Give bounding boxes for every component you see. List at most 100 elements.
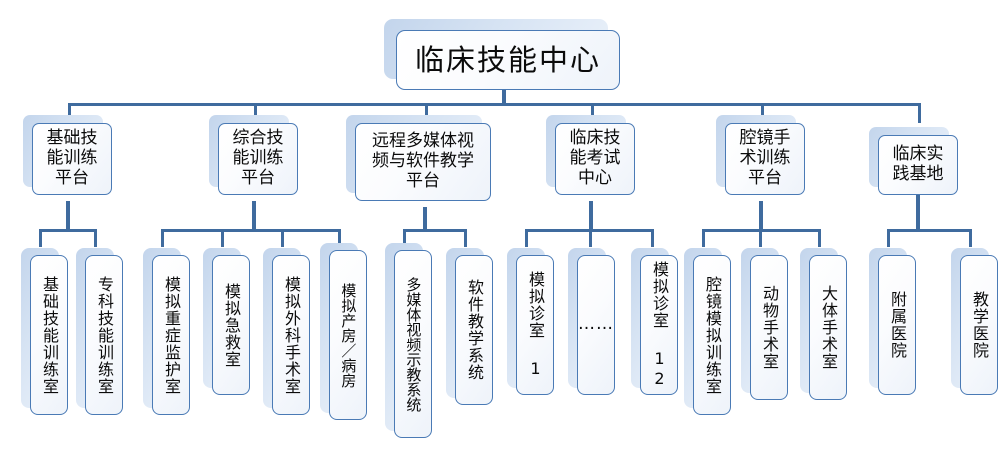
node-box: 基础技 能训练 平台 bbox=[32, 123, 112, 195]
node-box: 远程多媒体视 频与软件教学 平台 bbox=[355, 123, 491, 201]
node-label: 教学医院 bbox=[969, 291, 989, 359]
node-box: 模拟外科手术室 bbox=[272, 255, 310, 415]
node-software-teaching-system[interactable]: 软件教学系统 bbox=[446, 248, 493, 405]
connector-branch5-drop-3 bbox=[818, 229, 821, 247]
node-comprehensive-skills[interactable]: 综合技 能训练 平台 bbox=[209, 115, 298, 195]
connector-branch3-stem bbox=[423, 207, 427, 229]
node-box: 动物手术室 bbox=[750, 255, 788, 400]
node-label: 临床实 践基地 bbox=[892, 144, 944, 184]
node-label: 基础技能训练室 bbox=[39, 275, 59, 395]
connector-branch2-drop-3 bbox=[281, 229, 284, 247]
node-sim-surgery[interactable]: 模拟外科手术室 bbox=[263, 248, 310, 415]
node-specialty-skills-room[interactable]: 专科技能训练室 bbox=[76, 248, 123, 415]
connector-branch6-stem bbox=[916, 195, 920, 229]
node-label: 模拟急救室 bbox=[221, 282, 241, 368]
node-box: …… bbox=[577, 255, 615, 395]
node-label: 基础技 能训练 平台 bbox=[46, 128, 98, 188]
node-animal-operating-room[interactable]: 动物手术室 bbox=[741, 248, 788, 400]
connector-branch2-stem bbox=[252, 201, 256, 229]
node-endoscopic-surgery[interactable]: 腔镜手 术训练 平台 bbox=[716, 115, 805, 195]
connector-bus-drop-2 bbox=[254, 103, 257, 123]
connector-branch6-drop-2 bbox=[969, 229, 972, 247]
node-exam-room-ellipsis[interactable]: …… bbox=[568, 248, 615, 395]
connector-branch2-bus bbox=[161, 229, 341, 232]
node-box: 模拟急救室 bbox=[212, 255, 250, 395]
connector-branch3-drop-2 bbox=[464, 229, 467, 247]
node-label: 模拟诊室 1 bbox=[525, 271, 545, 379]
node-clinical-practice-base[interactable]: 临床实 践基地 bbox=[869, 127, 958, 195]
connector-branch1-drop-2 bbox=[94, 229, 97, 247]
node-box: 综合技 能训练 平台 bbox=[218, 123, 298, 195]
node-box: 模拟产房／病房 bbox=[329, 250, 367, 420]
node-label: 腔镜模拟训练室 bbox=[702, 275, 722, 395]
node-box: 专科技能训练室 bbox=[85, 255, 123, 415]
connector-branch5-drop-1 bbox=[702, 229, 705, 247]
connector-branch4-drop-2 bbox=[589, 229, 592, 247]
node-label: 模拟重症监护室 bbox=[161, 275, 181, 395]
connector-root-stem bbox=[502, 88, 506, 105]
node-label: 临床技能中心 bbox=[414, 42, 601, 77]
node-skills-exam-center[interactable]: 临床技 能考试 中心 bbox=[546, 115, 635, 195]
node-label: 腔镜手 术训练 平台 bbox=[739, 128, 791, 188]
connector-branch2-drop-1 bbox=[161, 229, 164, 247]
connector-branch2-drop-4 bbox=[338, 229, 341, 247]
connector-bus-drop-5 bbox=[761, 103, 764, 123]
node-exam-room-12[interactable]: 模拟诊室 12 bbox=[631, 248, 678, 395]
node-sim-delivery-ward[interactable]: 模拟产房／病房 bbox=[320, 243, 367, 420]
node-teaching-hospital[interactable]: 教学医院 bbox=[951, 248, 998, 395]
node-label: 软件教学系统 bbox=[464, 279, 484, 381]
node-sim-icu[interactable]: 模拟重症监护室 bbox=[143, 248, 190, 415]
connector-branch5-drop-2 bbox=[759, 229, 762, 247]
node-label: 模拟产房／病房 bbox=[339, 282, 358, 388]
connector-bus-drop-6 bbox=[918, 103, 921, 123]
node-box: 基础技能训练室 bbox=[30, 255, 68, 415]
connector-branch4-drop-3 bbox=[651, 229, 654, 247]
node-box: 多媒体视频示教系统 bbox=[394, 250, 432, 438]
connector-bus-drop-1 bbox=[68, 103, 71, 123]
node-box: 临床技 能考试 中心 bbox=[555, 123, 635, 195]
connector-branch4-stem bbox=[589, 201, 593, 229]
node-label: 综合技 能训练 平台 bbox=[232, 128, 284, 188]
connector-branch2-drop-2 bbox=[221, 229, 224, 247]
node-box: 模拟重症监护室 bbox=[152, 255, 190, 415]
node-label: 专科技能训练室 bbox=[94, 275, 114, 395]
node-box: 腔镜模拟训练室 bbox=[693, 255, 731, 415]
connector-branch1-bus bbox=[39, 229, 97, 232]
node-box: 附属医院 bbox=[878, 255, 916, 395]
connector-branch3-drop-1 bbox=[403, 229, 406, 247]
node-box: 临床技能中心 bbox=[396, 30, 620, 90]
node-box: 软件教学系统 bbox=[455, 255, 493, 405]
connector-branch3-bus bbox=[403, 229, 467, 232]
node-endoscopic-sim-room[interactable]: 腔镜模拟训练室 bbox=[684, 248, 731, 415]
node-label: 模拟诊室 12 bbox=[649, 261, 669, 389]
connector-branch1-drop-1 bbox=[39, 229, 42, 247]
node-basic-skills[interactable]: 基础技 能训练 平台 bbox=[23, 115, 112, 195]
node-box: 模拟诊室 1 bbox=[516, 255, 554, 395]
node-label: …… bbox=[578, 314, 614, 335]
node-remote-multimedia[interactable]: 远程多媒体视 频与软件教学 平台 bbox=[346, 115, 491, 201]
node-cadaver-operating-room[interactable]: 大体手术室 bbox=[800, 248, 847, 400]
node-box: 教学医院 bbox=[960, 255, 998, 395]
node-exam-room-1[interactable]: 模拟诊室 1 bbox=[507, 248, 554, 395]
node-multimedia-demo-system[interactable]: 多媒体视频示教系统 bbox=[385, 243, 432, 438]
connector-main-bus bbox=[68, 103, 921, 106]
node-box: 腔镜手 术训练 平台 bbox=[725, 123, 805, 195]
node-affiliated-hospital[interactable]: 附属医院 bbox=[869, 248, 916, 395]
connector-branch6-drop-1 bbox=[887, 229, 890, 247]
connector-bus-drop-4 bbox=[591, 103, 594, 123]
node-label: 多媒体视频示教系统 bbox=[404, 276, 423, 412]
node-root[interactable]: 临床技能中心 bbox=[384, 19, 620, 90]
connector-branch1-stem bbox=[66, 201, 70, 229]
connector-branch4-drop-1 bbox=[525, 229, 528, 247]
node-basic-skills-room[interactable]: 基础技能训练室 bbox=[21, 248, 68, 415]
node-label: 动物手术室 bbox=[759, 285, 779, 370]
node-box: 临床实 践基地 bbox=[878, 135, 958, 195]
connector-branch5-stem bbox=[759, 201, 763, 229]
node-box: 模拟诊室 12 bbox=[640, 255, 678, 395]
connector-bus-drop-3 bbox=[425, 103, 428, 123]
connector-branch6-bus bbox=[887, 229, 972, 232]
node-label: 附属医院 bbox=[887, 291, 907, 359]
node-label: 模拟外科手术室 bbox=[281, 275, 301, 395]
node-sim-emergency[interactable]: 模拟急救室 bbox=[203, 248, 250, 395]
